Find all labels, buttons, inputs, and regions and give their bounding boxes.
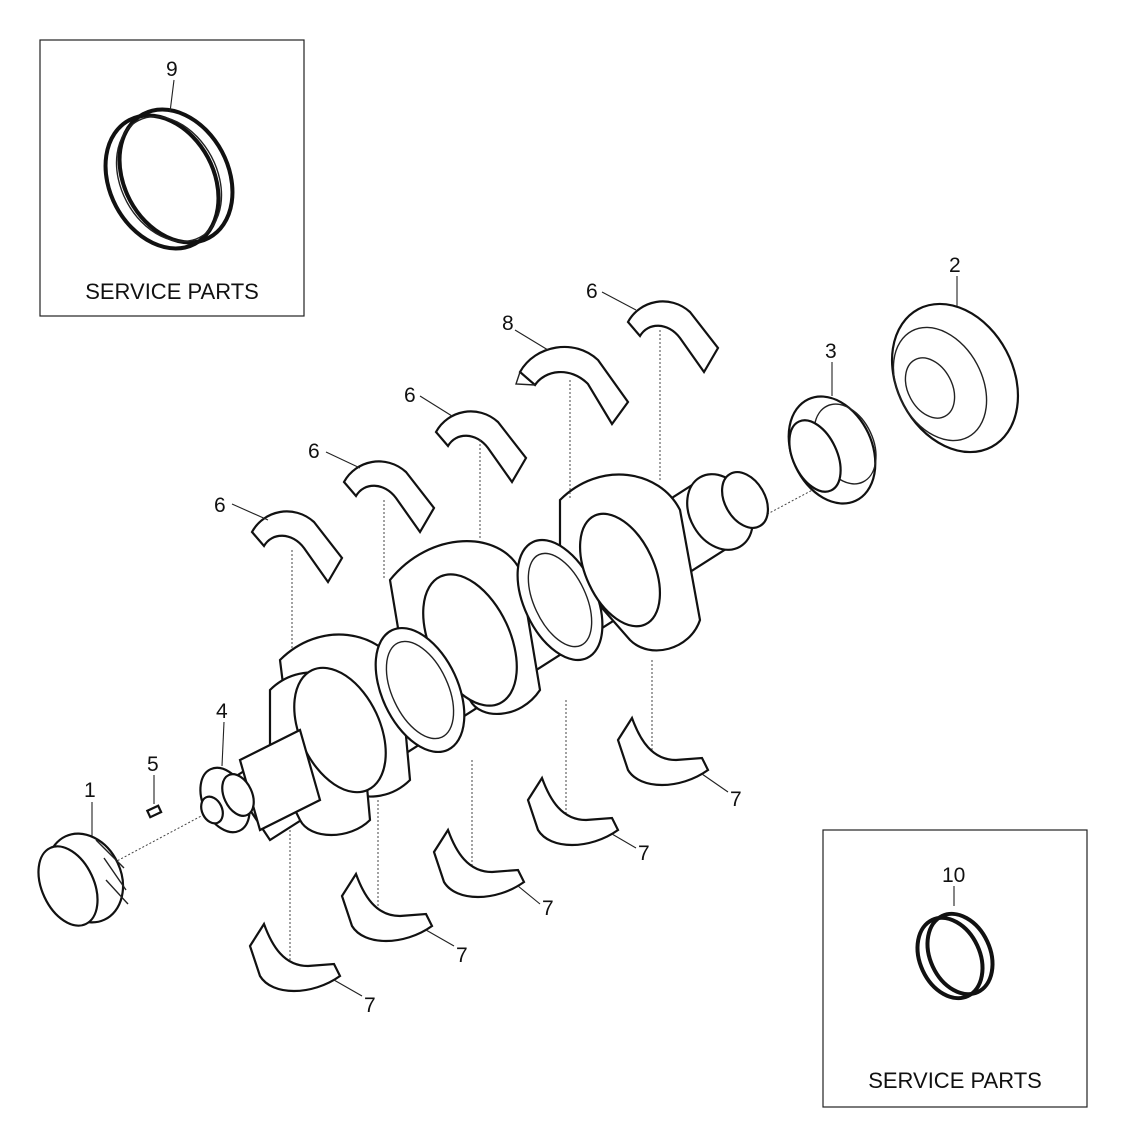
service-panel-frame [39, 39, 305, 317]
leader-line-7 [611, 833, 637, 849]
woodruff-key-part [145, 804, 163, 819]
lower-main-bearing-part [340, 871, 434, 943]
rear-seal-part [890, 302, 1020, 454]
leader-line-6 [601, 291, 637, 311]
callout-6: 6 [404, 384, 416, 407]
front-gear-part [37, 832, 129, 927]
lower-main-bearing-part [616, 715, 710, 787]
service-panel-caption: SERVICE PARTS [85, 279, 259, 304]
service-panel-caption: SERVICE PARTS [868, 1068, 1042, 1093]
callout-7: 7 [364, 994, 376, 1017]
leader-line-7 [333, 979, 363, 997]
service-parts-panel-top: 9 SERVICE PARTS [39, 39, 305, 317]
callout-7: 7 [542, 897, 554, 920]
seal-ring-part [915, 911, 995, 1001]
leader-line-8 [514, 329, 549, 351]
leader-line-7 [517, 885, 541, 905]
callout-7: 7 [730, 788, 742, 811]
thrust-bearing-upper-part [515, 345, 630, 426]
callout-5: 5 [147, 753, 159, 776]
thrust-ring-part [103, 107, 235, 251]
callout-8: 8 [502, 312, 514, 335]
lower-main-bearing-part [526, 775, 620, 847]
callout-6: 6 [586, 280, 598, 303]
callout-9: 9 [166, 58, 178, 81]
callout-6: 6 [308, 440, 320, 463]
lower-main-bearing-part [248, 921, 342, 993]
callout-2: 2 [949, 254, 961, 277]
upper-main-bearing-part [250, 510, 344, 585]
leader-line-9 [169, 79, 175, 113]
leader-line-6 [231, 503, 269, 521]
upper-main-bearing-part [626, 300, 720, 375]
callout-1: 1 [84, 779, 96, 802]
leader-line-7 [701, 773, 729, 793]
callout-10: 10 [942, 864, 965, 887]
service-panel-frame [822, 829, 1088, 1108]
upper-main-bearing-part [434, 410, 528, 485]
service-parts-panel-bottom: 10 SERVICE PARTS [822, 829, 1088, 1108]
rear-gear-part [787, 395, 877, 505]
leader-line-6 [419, 395, 453, 417]
callout-7: 7 [638, 842, 650, 865]
leader-line-6 [325, 451, 361, 469]
lower-main-bearing-part [432, 827, 526, 899]
callout-6: 6 [214, 494, 226, 517]
upper-main-bearing-part [342, 460, 436, 535]
callout-3: 3 [825, 340, 837, 363]
leader-line-7 [425, 929, 455, 947]
leader-line-4 [221, 721, 225, 767]
callout-4: 4 [216, 700, 228, 723]
callout-7: 7 [456, 944, 468, 967]
crankshaft [199, 471, 770, 842]
